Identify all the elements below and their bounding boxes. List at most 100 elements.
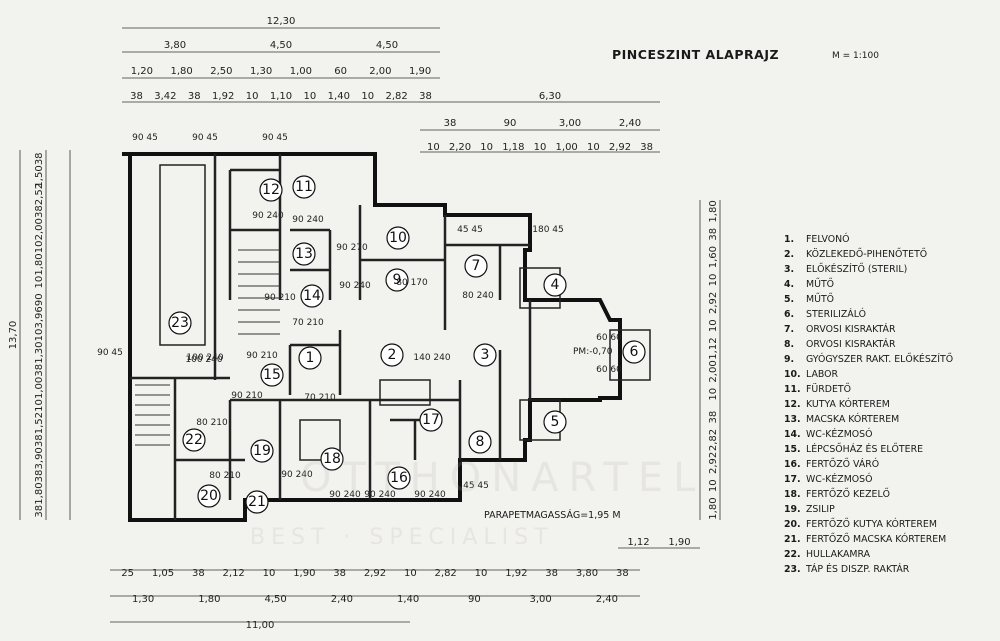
room-marker-circle <box>622 340 646 364</box>
legend-item: 13.MACSKA KÓRTEREM <box>784 414 900 425</box>
dim-bottom-row1: 2,12 <box>223 568 245 579</box>
dim-bottom-row1: 1,90 <box>293 568 315 579</box>
dim-right-segment: 10 <box>708 319 719 332</box>
dim-bottom-row2: 1,40 <box>397 594 419 605</box>
room-number: 12 <box>262 182 280 198</box>
dim-bottom-row1: 1,92 <box>505 568 527 579</box>
door-dimension-label: 90 240 <box>281 470 313 480</box>
room-number: 17 <box>422 412 440 428</box>
dim-left-segment: 10 <box>34 329 45 342</box>
door-dimension-label: 90 45 <box>132 133 158 143</box>
dim-top-row7: 10 <box>587 142 600 153</box>
door-dimension-label: 60 60 <box>596 333 622 343</box>
legend-item: 22.HULLAKAMRA <box>784 549 871 560</box>
dim-right-segment: 10 <box>708 274 719 287</box>
dim-left-segment: 3,96 <box>34 306 45 328</box>
room-number: 1 <box>306 350 315 366</box>
room-marker-circle <box>259 178 283 202</box>
room-marker-circle <box>473 343 497 367</box>
room-marker-circle <box>298 346 322 370</box>
door-dimension-label: 90 240 <box>339 281 371 291</box>
dim-right-segment: 38 <box>708 228 719 241</box>
room-marker-circle <box>543 410 567 434</box>
dim-top-row4: 10 <box>246 91 259 102</box>
dim-top-row5: 6,30 <box>539 91 561 102</box>
dim-top-row2: 4,50 <box>376 40 398 51</box>
dim-top-row7: 38 <box>640 142 653 153</box>
dim-top-row3: 1,20 <box>131 66 153 77</box>
room-marker-circle <box>168 311 192 335</box>
room-number: 6 <box>630 344 639 360</box>
room-marker-circle <box>300 284 324 308</box>
dim-bottom-row2: 90 <box>468 594 481 605</box>
door-dimension-label: 100 240 <box>185 355 222 365</box>
dim-top-row4: 10 <box>361 91 374 102</box>
room-number: 4 <box>551 277 560 293</box>
dim-top-row3: 60 <box>334 66 347 77</box>
dim-right-segment: 1,80 <box>708 200 719 222</box>
dim-top-row4: 38 <box>419 91 432 102</box>
door-dimension-label: 90 240 <box>414 490 446 500</box>
room-number: 22 <box>185 432 203 448</box>
dim-left-segment: 1,30 <box>34 341 45 363</box>
room-marker-circle <box>385 268 409 292</box>
dimension-lines <box>19 27 721 623</box>
dim-left-segment: 38 <box>34 205 45 218</box>
room-marker-circle <box>182 428 206 452</box>
dim-bottom-row1: 2,82 <box>435 568 457 579</box>
room-number: 20 <box>200 488 218 504</box>
dim-bottom-row1: 2,92 <box>364 568 386 579</box>
dim-top-total: 12,30 <box>267 16 296 27</box>
dim-top-row3: 2,50 <box>210 66 232 77</box>
legend-item: 1.FELVONÓ <box>784 234 850 245</box>
dim-right-segment: 2,92 <box>708 452 719 474</box>
room-number: 16 <box>390 470 408 486</box>
room-marker-circle <box>543 273 567 297</box>
dim-top-row7: 10 <box>480 142 493 153</box>
door-dimension-label: 45 45 <box>463 481 489 491</box>
dim-top-row7: 10 <box>427 142 440 153</box>
dim-bottom-row1: 10 <box>404 568 417 579</box>
room-number: 9 <box>393 272 402 288</box>
dim-bottom-row1: 38 <box>192 568 205 579</box>
door-dimension-label: 100 240 <box>186 353 223 363</box>
dim-right-segment: 2,82 <box>708 429 719 451</box>
legend-item: 2.KÖZLEKEDŐ-PIHENŐTETŐ <box>784 249 928 260</box>
dim-top-row4: 3,42 <box>154 91 176 102</box>
dim-right-segment: 1,60 <box>708 246 719 268</box>
dim-left-segment: 10 <box>34 276 45 289</box>
room-number: 8 <box>476 434 485 450</box>
dim-left-segment: 38 <box>34 152 45 165</box>
dim-left-segment: 1,50 <box>34 165 45 187</box>
dim-bottom-row2: 1,30 <box>132 594 154 605</box>
door-dimension-label: 90 210 <box>246 351 278 361</box>
dim-top-row3: 1,30 <box>250 66 272 77</box>
room-marker-circle <box>245 490 269 514</box>
dim-right-segment: 38 <box>708 411 719 424</box>
room-number: 14 <box>303 288 321 304</box>
door-dimension-label: 70 210 <box>304 393 336 403</box>
room-marker-circle <box>292 175 316 199</box>
legend-item: 7.ORVOSI KISRAKTÁR <box>784 324 896 335</box>
dim-left-segment: 38 <box>34 434 45 447</box>
dim-bottom-row1: 1,05 <box>152 568 174 579</box>
door-dimension-label: 80 210 <box>196 418 228 428</box>
dim-top-row4: 1,92 <box>212 91 234 102</box>
door-dimension-label: 80 240 <box>462 291 494 301</box>
dim-top-row4: 1,10 <box>270 91 292 102</box>
room-marker-circle <box>468 430 492 454</box>
room-marker-circle <box>250 439 274 463</box>
legend-item: 9.GYÓGYSZER RAKT. ELŐKÉSZÍTŐ <box>784 354 954 365</box>
dim-top-row7: 10 <box>534 142 547 153</box>
dim-left-segment: 38 <box>34 364 45 377</box>
dim-left-segment: 1,00 <box>34 377 45 399</box>
operating-tables <box>159 164 651 461</box>
dim-right-segment: 1,80 <box>708 497 719 519</box>
dim-top-row6: 2,40 <box>619 118 641 129</box>
door-dimension-label: 90 240 <box>329 490 361 500</box>
dim-right-segment: 2,92 <box>708 292 719 314</box>
legend-item: 16.FERTŐZŐ VÁRÓ <box>784 459 880 470</box>
dim-bottom-row1: 38 <box>333 568 346 579</box>
dim-bottom-row1: 38 <box>616 568 629 579</box>
